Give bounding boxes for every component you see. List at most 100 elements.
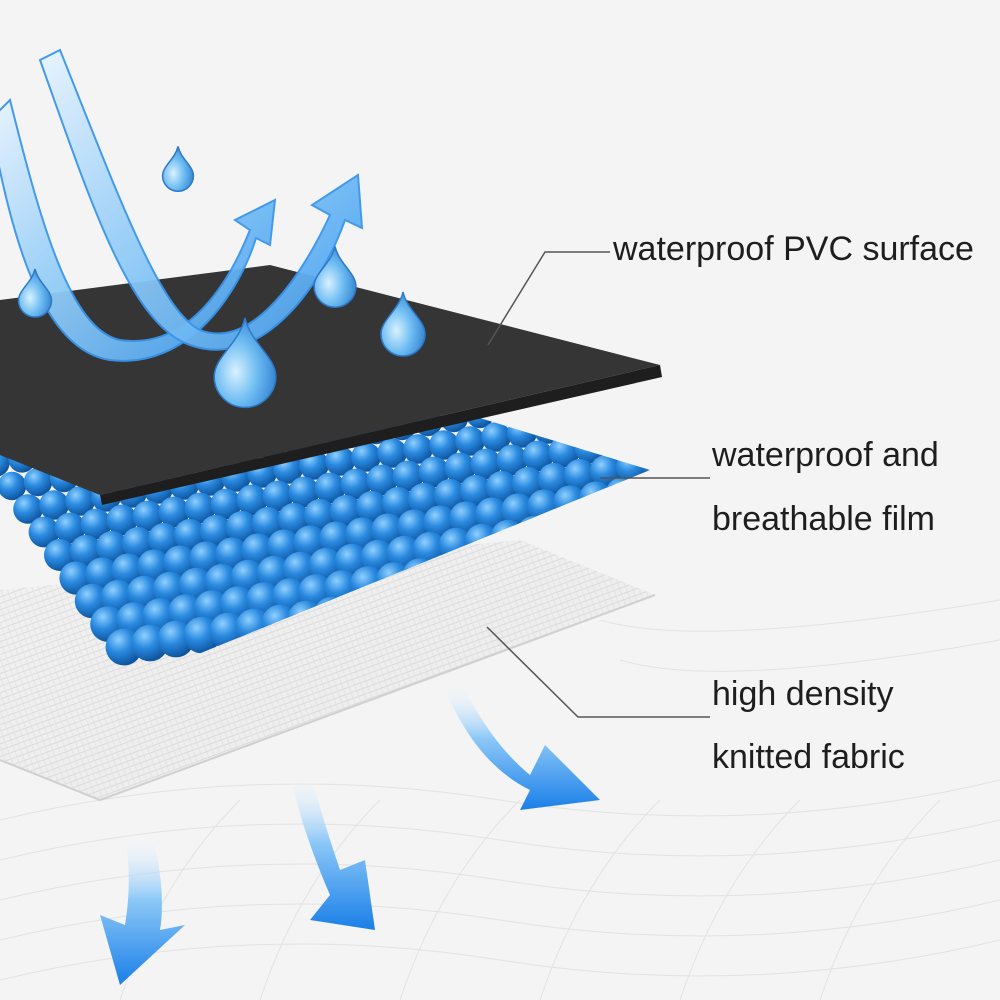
film-bead (210, 488, 242, 520)
fabric-edge (0, 594, 656, 802)
pvc-surface-edge (100, 365, 662, 505)
film-bead (65, 486, 95, 516)
film-bead (148, 523, 180, 555)
water-drop-icon (213, 317, 277, 409)
film-bead (408, 483, 440, 515)
label-pvc-surface: waterproof PVC surface (613, 230, 974, 268)
film-bead (44, 539, 76, 571)
film-bead (730, 533, 767, 570)
film-bead (200, 515, 232, 547)
film-bead (470, 448, 502, 480)
film-bead (512, 467, 544, 499)
water-drop-icon (380, 291, 426, 357)
film-bead (538, 463, 570, 495)
film-bead (465, 415, 495, 429)
film-bead (657, 469, 690, 502)
film-bead (351, 442, 381, 472)
leader-lines (486, 251, 710, 718)
film-bead (226, 511, 258, 543)
film-bead (184, 492, 216, 524)
film-bead (314, 472, 346, 504)
film-bead (122, 527, 154, 559)
film-bead (262, 480, 294, 512)
film-bead (304, 499, 336, 531)
film-bead (673, 492, 707, 526)
film-bead (13, 494, 43, 524)
film-bead (460, 475, 492, 507)
film-bead (382, 487, 414, 519)
water-drops (17, 146, 426, 409)
film-bead (678, 541, 715, 578)
film-bead (663, 394, 693, 424)
water-drop-icon (17, 268, 53, 318)
film-bead (252, 507, 284, 539)
film-bead (288, 476, 320, 508)
film-bead (679, 417, 710, 448)
film-bead (325, 446, 355, 476)
film-bead (626, 424, 650, 456)
down-arrow-icon (100, 830, 185, 985)
film-bead (366, 464, 398, 496)
film-bead (594, 503, 630, 539)
film-bead (652, 545, 689, 582)
leader-fabric (486, 626, 710, 718)
film-bead (481, 422, 511, 452)
film-bead (568, 507, 604, 543)
film-bead (637, 415, 650, 428)
film-bead (106, 504, 138, 536)
film-bead (236, 484, 268, 516)
film-bead (522, 440, 554, 472)
film-bead (434, 479, 466, 511)
film-bead (23, 467, 53, 497)
film-bead (611, 415, 641, 432)
film-bead (542, 511, 578, 547)
film-bead (486, 471, 518, 503)
film-bead (80, 508, 112, 540)
film-bead (330, 495, 362, 527)
film-bead (340, 468, 372, 500)
down-arrow-icon (290, 770, 375, 930)
film-bead (96, 531, 128, 563)
film-bead (662, 518, 698, 554)
film-bead (403, 434, 433, 464)
label-film-line1: waterproof and (712, 436, 939, 474)
film-bead (564, 459, 596, 491)
film-bead (610, 526, 646, 562)
film-bead (0, 471, 27, 501)
film-bead (158, 496, 190, 528)
label-film-line2: breathable film (712, 500, 936, 538)
film-bead (620, 499, 650, 535)
film-bead (653, 421, 684, 452)
down-arrow-icon (445, 680, 600, 810)
film-bead (356, 491, 388, 523)
film-bead (132, 500, 164, 532)
film-bead (455, 426, 485, 456)
film-bead (704, 537, 741, 574)
film-bead (70, 535, 102, 567)
film-bead (39, 490, 69, 520)
film-bead (392, 460, 424, 492)
film-bead (642, 447, 650, 479)
leader-pvc (487, 251, 610, 346)
film-bead (28, 516, 60, 548)
outgoing-arrows (100, 680, 600, 985)
film-bead (0, 449, 10, 477)
film-bead (444, 452, 476, 484)
film-bead (617, 327, 643, 353)
film-bead (377, 438, 407, 468)
film-bead (559, 415, 589, 440)
label-fabric-line1: high density (712, 675, 894, 713)
label-fabric-line2: knitted fabric (712, 738, 905, 776)
film-bead (585, 415, 615, 436)
film-bead (605, 477, 639, 511)
film-bead (636, 522, 650, 558)
film-bead (584, 530, 620, 566)
film-bead (278, 503, 310, 535)
film-bead (418, 456, 450, 488)
film-bead (590, 455, 622, 487)
water-drop-icon (313, 246, 357, 308)
film-bead (429, 430, 459, 460)
water-drop-icon (161, 146, 195, 192)
